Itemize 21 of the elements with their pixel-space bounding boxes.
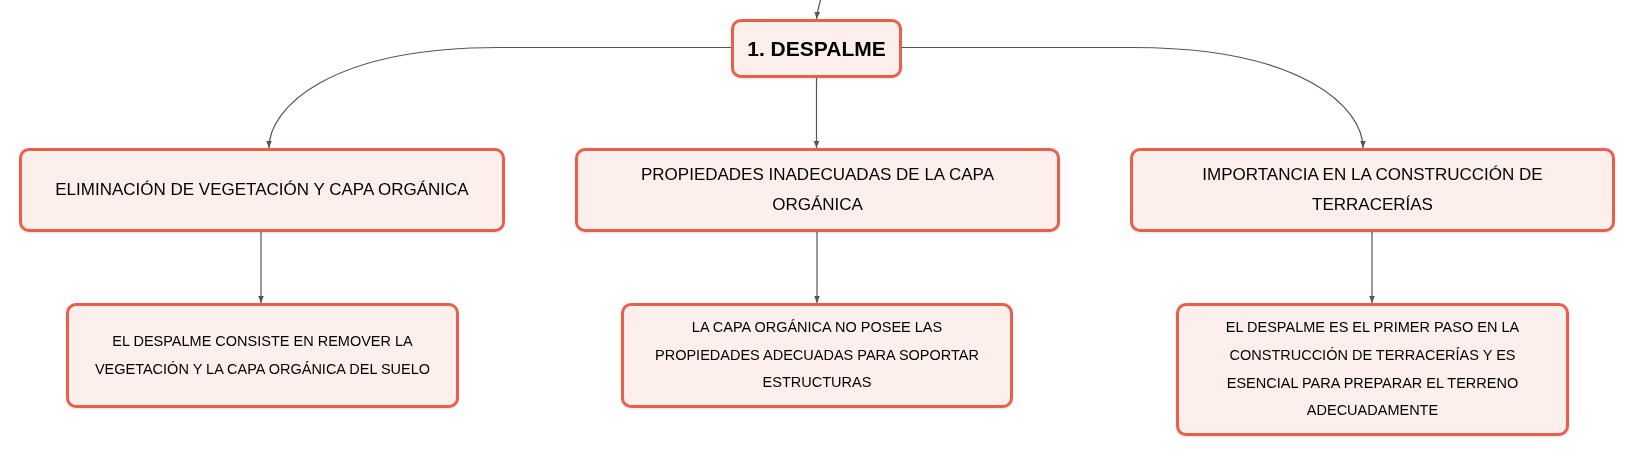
box-text: 1. DESPALME	[747, 35, 886, 62]
connector-arrow	[901, 46, 1365, 149]
concept-box	[575, 148, 1060, 232]
box-text: PROPIEDADES INADECUADAS DE LA CAPA ORGÁNICA	[640, 164, 995, 216]
topic-box	[731, 19, 902, 78]
connector-arrow	[258, 231, 264, 304]
box-text: EL DESPALME ES EL PRIMER PASO EN LA CONSTRUCCIÓN DE TERRACERÍAS Y ES ESENCIAL PARA PREPARAR EL TERRENO ADECUADAMENTE	[1224, 318, 1521, 421]
box-text: LA CAPA ORGÁNICA NO POSEE LAS PROPIEDADES ADECUADAS PARA SOPORTAR ESTRUCTURAS	[654, 318, 980, 393]
concept-box	[1130, 148, 1615, 232]
box-text: ELIMINACIÓN DE VEGETACIÓN Y CAPA ORGÁNICA	[55, 179, 469, 202]
concept-box	[66, 303, 459, 408]
connector-arrow	[814, 231, 820, 304]
connector-arrow	[267, 46, 732, 149]
connector-arrow	[813, 77, 820, 149]
connector-arrow	[814, 0, 822, 20]
concept-box	[19, 148, 505, 232]
box-text: IMPORTANCIA EN LA CONSTRUCCIÓN DE TERRACERÍAS	[1201, 164, 1544, 216]
box-text: EL DESPALME CONSISTE EN REMOVER LA VEGETACIÓN Y LA CAPA ORGÁNICA DEL SUELO	[93, 331, 432, 379]
connector-arrow	[1369, 231, 1375, 304]
concept-box	[1176, 303, 1569, 436]
concept-box	[621, 303, 1013, 408]
